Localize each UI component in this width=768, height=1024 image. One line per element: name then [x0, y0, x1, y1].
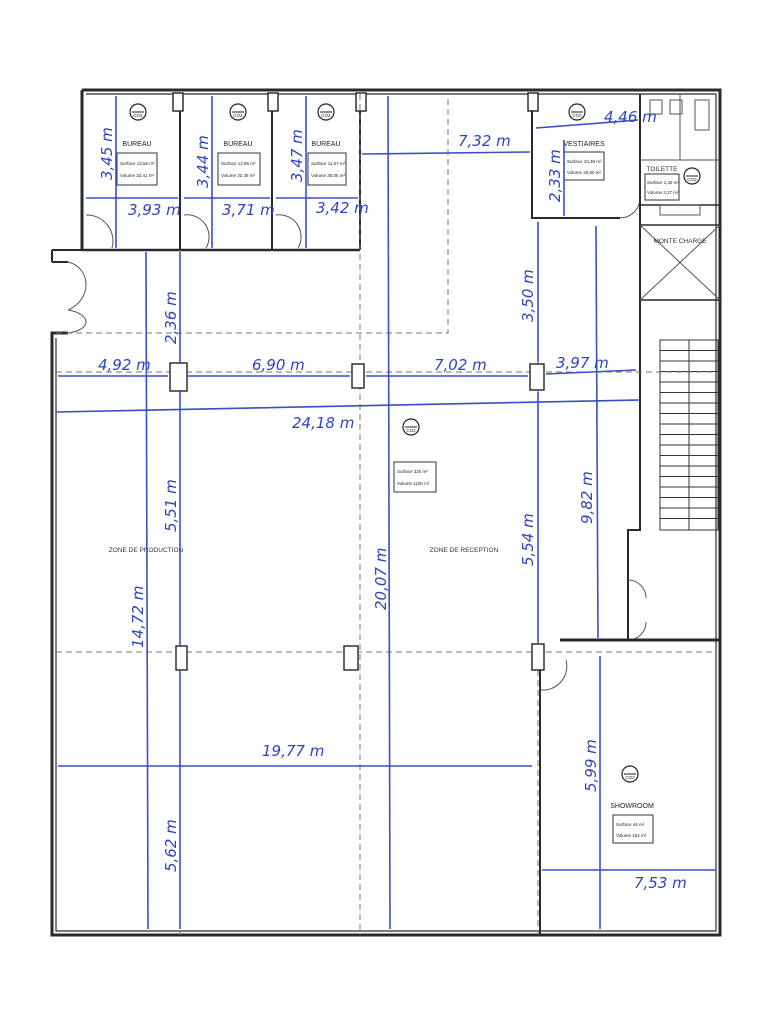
- dim-label: 14,72 m: [129, 586, 147, 648]
- dimension-labels: 3,45 m 3,93 m 3,44 m 3,71 m 3,47 m 3,42 …: [98, 108, 687, 892]
- svg-text:CO2: CO2: [321, 113, 331, 118]
- svg-text:CO2: CO2: [133, 113, 143, 118]
- info-boxes: Surface 13,55 m² Volume 32,41 m² Surface…: [116, 151, 680, 844]
- dim-label: 5,99 m: [582, 739, 600, 792]
- dim-label: 4,46 m: [604, 108, 657, 126]
- extinguisher-icon: CO2: [129, 103, 147, 121]
- extinguishers: CO2 CO2 CO2 CO2 CO2 CO2 CO2: [129, 103, 701, 783]
- dim-label: 5,62 m: [162, 819, 180, 872]
- dim-label: 6,90 m: [252, 356, 305, 374]
- info-box: Surface 12,96 m² Volume 32,38 m²: [217, 152, 261, 186]
- svg-text:Volume 32,38 m²: Volume 32,38 m²: [221, 173, 256, 178]
- info-box: Surface 10,39 m² Volume 26,60 m²: [563, 151, 605, 181]
- dim-label: 3,44 m: [194, 135, 212, 188]
- svg-text:Surface 11,67 m²: Surface 11,67 m²: [311, 161, 346, 166]
- pillar: [175, 645, 188, 671]
- dim-label: 3,47 m: [288, 129, 306, 182]
- svg-text:CO2: CO2: [625, 775, 635, 780]
- pillars: [169, 362, 545, 671]
- svg-text:CO2: CO2: [233, 113, 243, 118]
- pillar: [343, 645, 359, 671]
- dim-label: 24,18 m: [292, 414, 354, 432]
- dim-label: 7,53 m: [634, 874, 687, 892]
- dim-label: 3,71 m: [222, 201, 275, 219]
- extinguisher-icon: CO2: [621, 765, 639, 783]
- dim-label: 20,07 m: [372, 548, 390, 610]
- info-box: Surface 325 m² Volume 1100 m²: [393, 461, 437, 493]
- info-box: Surface 11,67 m² Volume 30,05 m²: [307, 152, 347, 186]
- info-box: Surface 1,49 m² Volume 3,27 m²: [644, 173, 680, 201]
- svg-text:Volume 30,05 m²: Volume 30,05 m²: [311, 173, 346, 178]
- dim-label: 5,54 m: [519, 513, 537, 566]
- extinguisher-icon: CO2: [317, 103, 335, 121]
- pillar: [169, 362, 188, 392]
- dim-label: 3,42 m: [316, 199, 369, 217]
- svg-text:Volume 1100 m²: Volume 1100 m²: [397, 481, 430, 486]
- staircase: [539, 300, 720, 935]
- room-label-vestiaires: VESTIAIRES: [563, 141, 605, 148]
- dim-label: 2,33 m: [546, 149, 564, 202]
- dim-label: 3,45 m: [98, 127, 116, 180]
- dim-label: 2,36 m: [162, 291, 180, 344]
- svg-text:Surface 12,96 m²: Surface 12,96 m²: [221, 161, 256, 166]
- info-box: Surface 44 m² Volume 154 m²: [612, 814, 654, 844]
- room-label-bureau: BUREAU: [122, 141, 151, 148]
- svg-text:Surface 1,49 m²: Surface 1,49 m²: [647, 180, 680, 185]
- dim-label: 9,82 m: [578, 471, 596, 524]
- info-box: Surface 13,55 m² Volume 32,41 m²: [116, 152, 158, 186]
- dim-label: 7,02 m: [434, 356, 487, 374]
- extinguisher-icon: CO2: [402, 418, 420, 436]
- extinguisher-icon: CO2: [568, 103, 586, 121]
- dim-label: 19,77 m: [262, 742, 324, 760]
- pillar: [529, 363, 545, 391]
- svg-text:Surface 325 m²: Surface 325 m²: [397, 469, 428, 474]
- svg-text:CO2: CO2: [406, 428, 416, 433]
- svg-text:Volume 32,41 m²: Volume 32,41 m²: [120, 173, 155, 178]
- room-label-sanitaires: TOILETTE: [647, 166, 679, 173]
- svg-text:CO2: CO2: [687, 177, 697, 182]
- pillar: [351, 363, 365, 389]
- room-label-bureau: BUREAU: [223, 141, 252, 148]
- room-label-reception: ZONE DE RECEPTION: [430, 547, 499, 554]
- exterior-walls: [50, 88, 722, 937]
- svg-text:Surface 44 m²: Surface 44 m²: [616, 822, 645, 827]
- pillar: [531, 643, 545, 671]
- dim-label: 3,97 m: [556, 354, 609, 372]
- extinguisher-icon: CO2: [683, 167, 701, 185]
- svg-text:Volume 26,60 m²: Volume 26,60 m²: [567, 170, 602, 175]
- svg-text:CO2: CO2: [572, 113, 582, 118]
- room-label-monte-charge: MONTE CHARGE: [653, 238, 707, 245]
- room-label-bureau: BUREAU: [311, 141, 340, 148]
- dim-label: 3,93 m: [128, 201, 181, 219]
- svg-text:Volume 154 m²: Volume 154 m²: [616, 833, 647, 838]
- dim-label: 5,51 m: [162, 479, 180, 532]
- svg-text:Surface 13,55 m²: Surface 13,55 m²: [120, 161, 155, 166]
- room-label-showroom: SHOWROOM: [610, 803, 654, 810]
- svg-text:Surface 10,39 m²: Surface 10,39 m²: [567, 159, 602, 164]
- dim-label: 3,50 m: [519, 269, 537, 322]
- dimension-lines: [55, 95, 716, 930]
- dim-label: 7,32 m: [458, 132, 511, 150]
- extinguisher-icon: CO2: [229, 103, 247, 121]
- service-block-walls: [527, 92, 721, 301]
- dim-label: 4,92 m: [98, 356, 151, 374]
- svg-text:Volume 3,27 m²: Volume 3,27 m²: [647, 190, 679, 195]
